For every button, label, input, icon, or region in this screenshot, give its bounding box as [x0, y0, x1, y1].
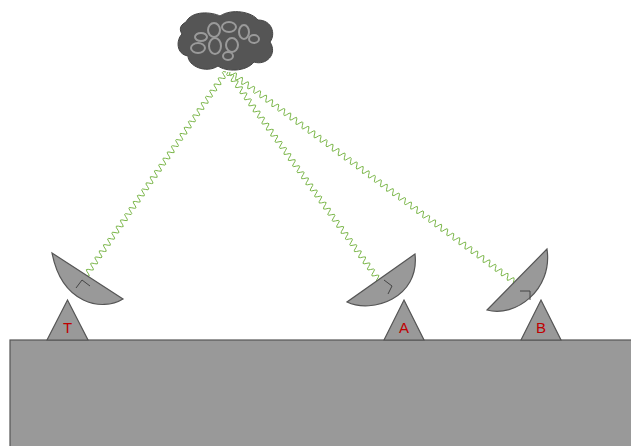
pedestal-outline	[384, 300, 424, 340]
ground	[10, 340, 631, 446]
radio-wave	[227, 72, 381, 282]
dish-reflector	[52, 253, 123, 305]
antenna-pedestal: A	[384, 300, 424, 340]
cloud-swirl	[191, 43, 205, 53]
pedestal-outline	[521, 300, 561, 340]
cloud-swirl	[226, 38, 238, 52]
antenna-pedestal: B	[521, 300, 561, 340]
cloud-swirl	[223, 52, 233, 60]
dish-feed	[520, 291, 530, 300]
radio-wave	[229, 72, 514, 285]
radio-wave	[78, 72, 226, 289]
cloud-swirl	[195, 33, 207, 41]
station-label: T	[47, 320, 88, 335]
station-label: B	[521, 320, 561, 335]
cloud-swirl	[222, 22, 236, 32]
pedestal-outline	[47, 300, 88, 340]
cloud-swirl	[249, 35, 259, 43]
dish-reflector	[347, 254, 415, 306]
dish-reflector	[487, 249, 548, 311]
cloud-swirl	[239, 25, 249, 39]
antenna-pedestal: T	[47, 300, 88, 340]
dish-feed	[384, 280, 392, 294]
cloud-swirl	[208, 23, 220, 37]
cloud-body	[178, 12, 273, 70]
cloud-swirl	[209, 38, 221, 54]
station-label: A	[384, 320, 424, 335]
nebula-cloud	[178, 12, 273, 70]
dish-feed	[76, 280, 90, 288]
